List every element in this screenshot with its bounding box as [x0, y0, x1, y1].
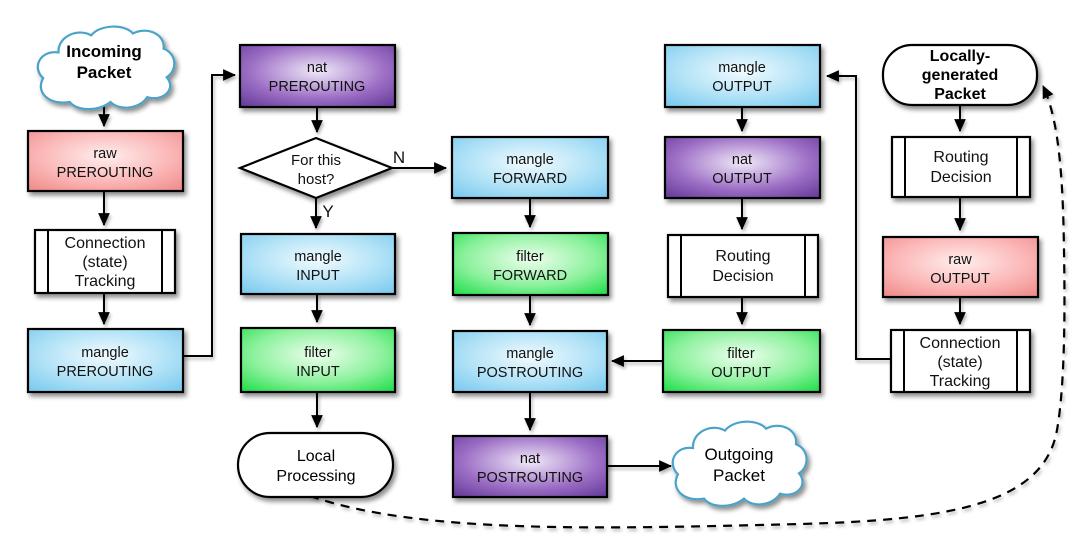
chain-box	[661, 328, 822, 394]
label-line3: Packet	[934, 86, 986, 103]
chain-box	[451, 329, 609, 394]
stadium-shape	[881, 43, 1039, 107]
chain-box	[238, 43, 397, 109]
label-line2: (state)	[937, 354, 982, 371]
label-line1: raw	[948, 252, 972, 268]
stadium-shape	[236, 431, 395, 499]
predefined-process-box	[666, 233, 820, 299]
node-nat-prerouting: nat PREROUTING	[238, 43, 397, 109]
label-line2: FORWARD	[493, 171, 567, 187]
node-local-processing: Local Processing	[236, 431, 395, 499]
label-line2: Packet	[77, 63, 132, 82]
label-line3: Tracking	[75, 273, 136, 290]
label-line1: nat	[732, 152, 752, 168]
label-line2: OUTPUT	[712, 171, 772, 187]
node-raw-output: raw OUTPUT	[881, 235, 1040, 299]
node-raw-prerouting: raw PREROUTING	[26, 129, 185, 193]
label-line2: INPUT	[296, 364, 340, 380]
label-line1: Local	[297, 448, 335, 465]
node-mangle-prerouting: mangle PREROUTING	[26, 327, 185, 394]
predefined-process-box	[890, 135, 1032, 199]
label-line2: Packet	[713, 466, 765, 485]
connectors	[98, 69, 1066, 529]
node-nat-postrouting: nat POSTROUTING	[451, 434, 609, 499]
node-connection-tracking-left: Connection (state) Tracking	[33, 228, 177, 295]
decision-diamond	[237, 136, 395, 200]
node-mangle-input: mangle INPUT	[239, 232, 397, 296]
chain-box	[239, 326, 397, 394]
chain-box	[26, 327, 185, 394]
label-line2: PREROUTING	[57, 364, 154, 380]
node-locally-generated-packet: Locally- generated Packet	[881, 43, 1039, 107]
node-filter-forward: filter FORWARD	[451, 231, 610, 297]
branch-label-yes: Y	[322, 202, 333, 221]
node-decision-for-this-host: For this host?	[237, 136, 395, 200]
label-line2: PREROUTING	[57, 165, 154, 181]
chain-box	[450, 135, 610, 200]
label-line1: filter	[516, 249, 544, 265]
node-outgoing-packet: Outgoing Packet	[671, 420, 808, 507]
label-line2: OUTPUT	[930, 271, 990, 287]
node-connection-tracking-right: Connection (state) Tracking	[889, 328, 1032, 394]
label-line1: Connection	[920, 335, 1001, 352]
label-line2: PREROUTING	[269, 79, 366, 95]
chain-box	[881, 235, 1040, 299]
label-line2: INPUT	[296, 268, 340, 284]
chain-box	[663, 135, 822, 200]
label-line2: (state)	[82, 254, 127, 271]
label-line2: OUTPUT	[712, 79, 772, 95]
label-line1: raw	[93, 146, 117, 162]
label-line1: Connection	[65, 235, 146, 252]
label-line2: Decision	[930, 169, 991, 186]
label-line1: Outgoing	[705, 445, 774, 464]
label-line2: FORWARD	[493, 268, 567, 284]
node-incoming-packet: Incoming Packet	[36, 25, 176, 111]
node-filter-input: filter INPUT	[239, 326, 397, 394]
label-line1: mangle	[718, 60, 766, 76]
elbow-conn-tracking-to-mangle-output	[825, 70, 891, 360]
elbow-mangle-prerouting-to-nat-prerouting	[183, 69, 237, 357]
label-line1: Routing	[715, 248, 770, 265]
label-line1: mangle	[81, 345, 129, 361]
label-line2: generated	[922, 67, 998, 84]
node-routing-decision-right: Routing Decision	[890, 135, 1032, 199]
label-line1: filter	[304, 345, 332, 361]
label-line2: POSTROUTING	[477, 470, 583, 486]
branch-label-no: N	[393, 148, 405, 167]
node-filter-output: filter OUTPUT	[661, 328, 822, 394]
label-line2: OUTPUT	[711, 365, 771, 381]
label-line3: Tracking	[930, 373, 991, 390]
chain-box	[239, 232, 397, 296]
cloud-shape	[36, 25, 176, 111]
label-line1: nat	[307, 60, 327, 76]
label-line1: Incoming	[66, 42, 142, 61]
node-mangle-postrouting: mangle POSTROUTING	[451, 329, 609, 394]
label-line1: mangle	[294, 249, 342, 265]
label-line2: host?	[298, 171, 335, 188]
label-line1: Locally-	[930, 48, 990, 65]
label-line1: Routing	[933, 149, 988, 166]
label-line1: mangle	[506, 346, 554, 362]
chain-box	[451, 231, 610, 297]
label-line1: mangle	[506, 152, 554, 168]
label-line1: filter	[727, 346, 755, 362]
label-line1: nat	[520, 451, 540, 467]
chain-box	[663, 43, 822, 109]
predefined-process-box	[33, 228, 177, 295]
node-mangle-output: mangle OUTPUT	[663, 43, 822, 109]
label-line1: For this	[291, 152, 341, 169]
node-mangle-forward: mangle FORWARD	[450, 135, 610, 200]
label-line2: POSTROUTING	[477, 365, 583, 381]
chain-box	[26, 129, 185, 193]
predefined-process-box	[889, 328, 1032, 394]
chain-box	[451, 434, 609, 499]
label-line2: Decision	[712, 268, 773, 285]
label-line2: Processing	[276, 468, 355, 485]
node-nat-output: nat OUTPUT	[663, 135, 822, 200]
node-routing-decision-mid: Routing Decision	[666, 233, 820, 299]
cloud-shape	[671, 420, 808, 507]
